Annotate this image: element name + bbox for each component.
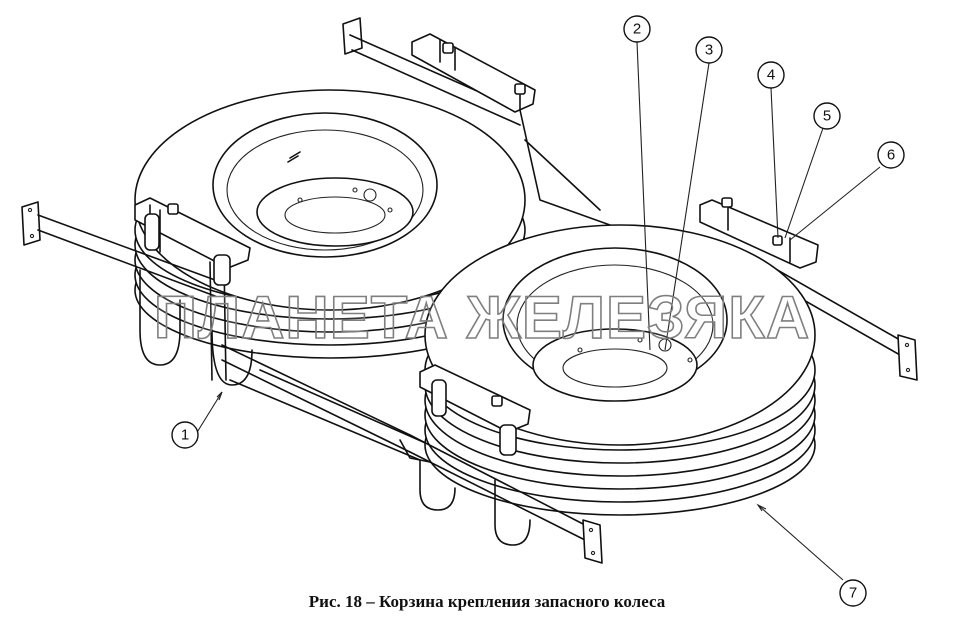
right-spare-tyre: [424, 224, 816, 516]
leader-lines: [195, 41, 881, 581]
svg-text:5: 5: [823, 108, 831, 125]
right-rail: [699, 197, 918, 381]
callout-6: 6: [877, 141, 905, 169]
callout-3: 3: [695, 36, 723, 64]
callout-7: 7: [839, 579, 867, 607]
callout-4: 4: [757, 61, 785, 89]
figure-caption: Рис. 18 – Корзина крепления запасного ко…: [308, 592, 666, 611]
right-basket-frame: [399, 364, 603, 564]
svg-text:1: 1: [181, 427, 189, 444]
callout-1: 1: [171, 421, 199, 449]
rear-frame: [342, 17, 611, 226]
watermark-text: ПЛАНЕТА ЖЕЛЕЗЯКА: [154, 284, 810, 351]
svg-text:6: 6: [887, 147, 895, 164]
svg-text:4: 4: [767, 67, 775, 84]
left-basket-frame: [21, 197, 431, 461]
callout-5: 5: [813, 102, 841, 130]
svg-text:2: 2: [633, 21, 641, 38]
svg-text:3: 3: [705, 42, 713, 59]
svg-text:7: 7: [849, 585, 857, 602]
callout-2: 2: [623, 15, 651, 43]
